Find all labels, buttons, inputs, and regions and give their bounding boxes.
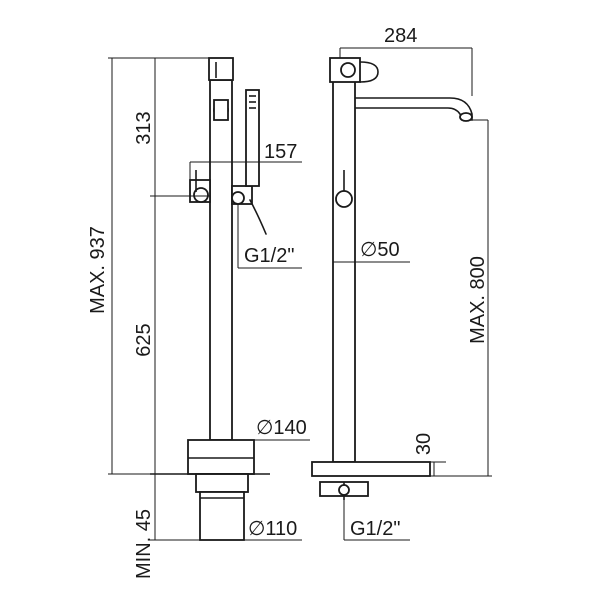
dim-lower-height: 625: [133, 323, 155, 356]
side-pipe: [209, 79, 233, 441]
dim-sleeve-diameter: ∅110: [248, 518, 297, 540]
dim-inlet-side: G1/2": [244, 245, 294, 267]
side-floor-sleeve: [195, 473, 249, 493]
handshower-connector: [231, 185, 253, 205]
front-spout: [355, 97, 473, 121]
front-lever: [335, 190, 353, 208]
dim-inlet-front: G1/2": [350, 518, 400, 540]
dim-base-diameter: ∅140: [256, 417, 307, 439]
front-base-plate: [311, 461, 431, 477]
dim-handshower-offset: 157: [264, 141, 297, 163]
side-top-cap: [208, 57, 234, 81]
dim-top-height: 313: [133, 111, 155, 144]
front-top-handle: [329, 57, 379, 83]
dim-min-depth: MIN. 45: [133, 509, 155, 579]
side-dimensions: MAX. 937 313 625 MIN. 45 157 G1/2" ∅140 …: [87, 57, 310, 579]
side-base-plate: [187, 439, 255, 475]
side-view: [150, 57, 270, 541]
front-dimensions: 284 ∅50 MAX. 800 30 G1/2": [333, 25, 492, 541]
dim-pipe-diameter: ∅50: [360, 239, 400, 261]
dim-plate-height: 30: [413, 433, 435, 455]
front-view: [311, 57, 473, 500]
side-handle: [189, 170, 211, 203]
dim-total-height: MAX. 937: [87, 226, 109, 314]
front-pipe: [332, 79, 356, 463]
dim-spout-height: MAX. 800: [467, 256, 489, 344]
dim-spout-reach: 284: [384, 25, 417, 47]
